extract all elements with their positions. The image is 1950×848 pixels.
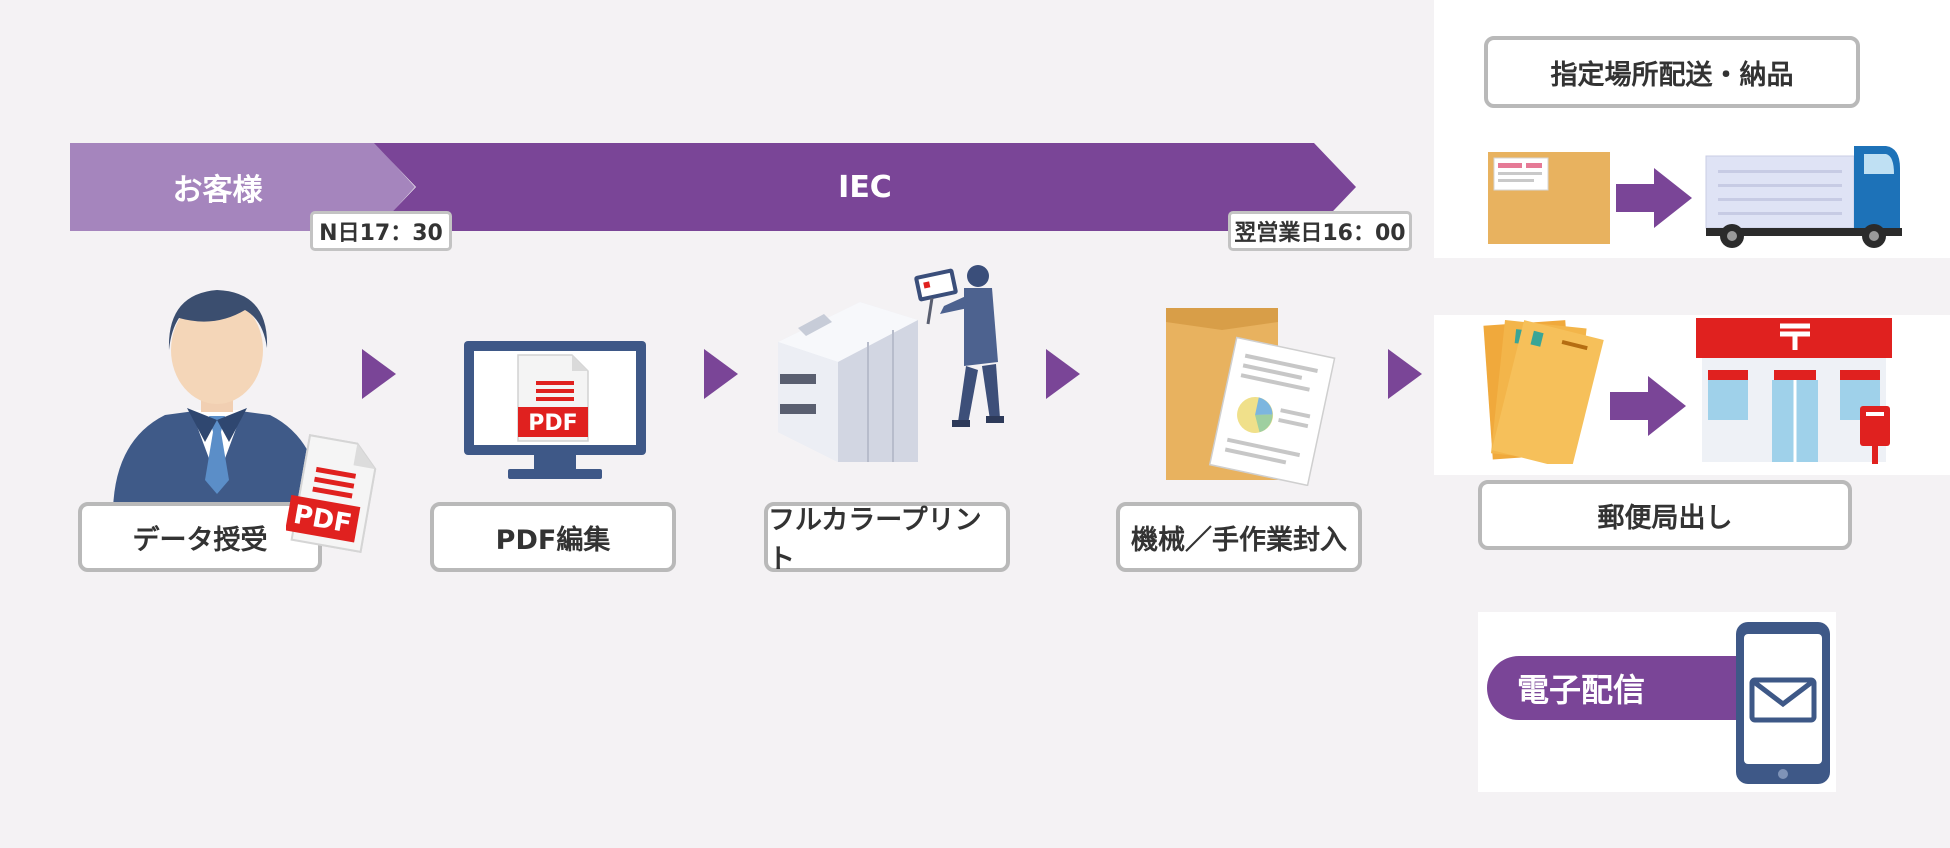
businessman-icon [113, 290, 322, 510]
cutoff-tag-left: N日17：30 [310, 211, 452, 251]
monitor-pdf-icon: PDF [464, 341, 646, 479]
delivery-arrow-2 [1610, 376, 1686, 436]
step-label-enclosing: 機械／手作業封入 [1116, 502, 1362, 572]
parcel-box-icon [1488, 152, 1610, 244]
flow-arrow-2 [704, 349, 738, 399]
post-office-icon [1696, 318, 1892, 464]
printer-operator-icon [778, 265, 1004, 462]
smartphone-mail-icon [1736, 622, 1830, 784]
step-label-pdf-edit: PDF編集 [430, 502, 676, 572]
monitor-pdf-label: PDF [528, 411, 577, 436]
envelope-document-icon [1166, 308, 1336, 486]
iec-band: IEC [374, 143, 1356, 231]
step-label-full-color-print: フルカラープリント [764, 502, 1010, 575]
cutoff-tag-right: 翌営業日16：00 [1228, 211, 1412, 251]
truck-icon [1705, 146, 1902, 248]
flow-arrow-3 [1046, 349, 1080, 399]
electronic-delivery-text: 電子配信 [1517, 671, 1646, 709]
iec-label: IEC [838, 169, 892, 205]
delivery-arrow-1 [1616, 168, 1692, 228]
envelope-stack-icon [1483, 319, 1604, 464]
delivery-designated-label: 指定場所配送・納品 [1484, 36, 1860, 108]
pdf-file-overlay-icon: PDF [286, 434, 377, 553]
step-label-data-transfer: データ授受 [78, 502, 322, 572]
flow-arrow-4 [1388, 349, 1422, 399]
flow-arrow-1 [362, 349, 396, 399]
customer-label: お客様 [172, 173, 263, 208]
delivery-post-label: 郵便局出し [1478, 480, 1852, 550]
